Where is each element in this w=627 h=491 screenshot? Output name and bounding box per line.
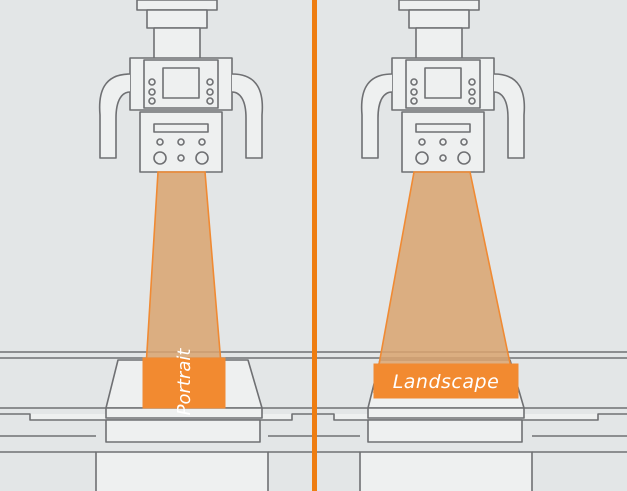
panel-divider bbox=[312, 0, 317, 491]
xray-tube-icon bbox=[98, 57, 264, 159]
ceiling-mount-icon bbox=[136, 0, 218, 61]
detector-portrait bbox=[142, 357, 226, 409]
xray-tube-icon bbox=[360, 57, 526, 159]
collimator-icon bbox=[401, 111, 485, 173]
ceiling-mount-icon bbox=[398, 0, 480, 61]
portrait-label: Portrait bbox=[174, 348, 195, 416]
landscape-label: Landscape bbox=[393, 371, 500, 393]
detector-landscape bbox=[373, 363, 519, 399]
collimator-icon bbox=[139, 111, 223, 173]
cassette-tray-front bbox=[367, 407, 525, 419]
